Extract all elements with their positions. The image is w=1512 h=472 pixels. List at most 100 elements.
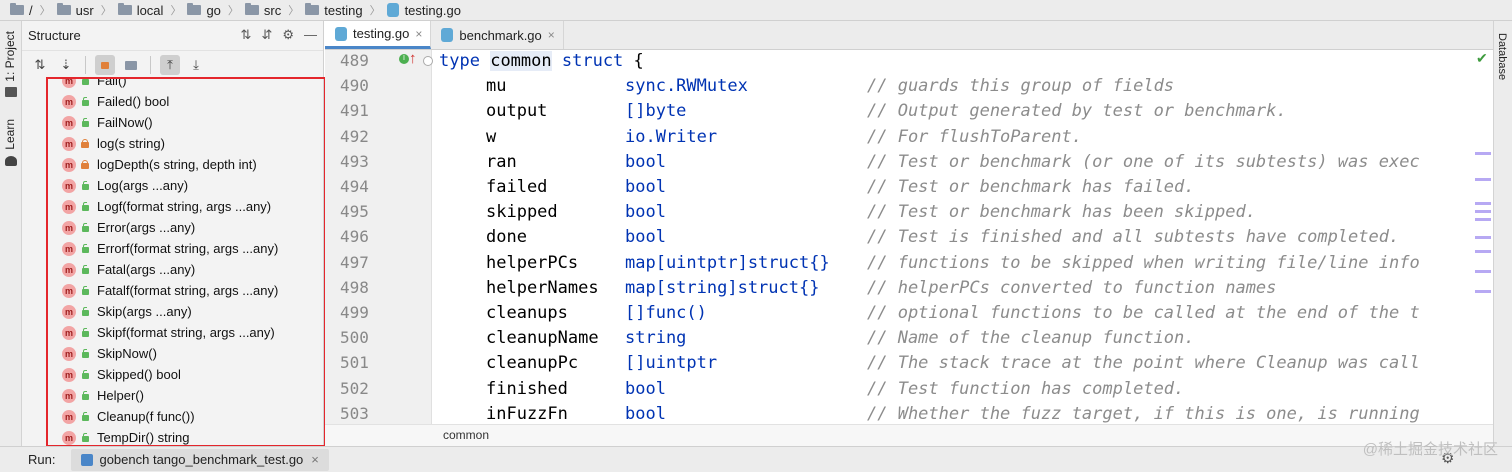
sort-by-visibility-icon[interactable]: ⇅ bbox=[34, 57, 46, 72]
field-comment: // Test is finished and all subtests hav… bbox=[867, 227, 1400, 248]
editor-tab[interactable]: benchmark.go× bbox=[431, 21, 564, 49]
field-comment: // helperPCs converted to function names bbox=[867, 277, 1277, 298]
stripe-mark[interactable] bbox=[1475, 178, 1491, 181]
expand-all-icon[interactable]: ⇅ bbox=[240, 27, 252, 42]
folder-icon bbox=[5, 87, 17, 97]
structure-item-label: Skipped() bool bbox=[97, 367, 181, 382]
breadcrumb-item[interactable]: local bbox=[117, 3, 163, 18]
breadcrumb-item[interactable]: go bbox=[187, 3, 221, 18]
stripe-mark[interactable] bbox=[1475, 152, 1491, 155]
line-number: 496 bbox=[340, 227, 369, 247]
breadcrumb-item[interactable]: testing.go bbox=[386, 3, 461, 18]
breadcrumb-label: src bbox=[263, 2, 282, 18]
field-type: map[uintptr]struct{} bbox=[625, 252, 830, 273]
stripe-mark[interactable] bbox=[1475, 236, 1491, 239]
stripe-mark[interactable] bbox=[1475, 218, 1491, 221]
stripe-mark[interactable] bbox=[1475, 202, 1491, 205]
gear-icon[interactable]: ⚙ bbox=[282, 27, 294, 42]
public-unlock-icon bbox=[81, 370, 89, 379]
close-icon[interactable]: × bbox=[311, 452, 319, 467]
field-name: cleanupName bbox=[486, 328, 599, 349]
close-icon[interactable]: × bbox=[547, 28, 555, 42]
breadcrumb-item[interactable]: testing bbox=[305, 2, 363, 18]
show-non-public-icon[interactable] bbox=[95, 55, 115, 75]
public-unlock-icon bbox=[81, 181, 89, 190]
arrow-up-icon[interactable]: ↑ bbox=[409, 50, 417, 67]
breadcrumb-separator: 〉 bbox=[227, 5, 239, 17]
stripe-mark[interactable] bbox=[1475, 270, 1491, 273]
stripe-mark[interactable] bbox=[1475, 250, 1491, 253]
field-type: io.Writer bbox=[625, 126, 718, 147]
autoscroll-from-source-icon[interactable]: ⤓ bbox=[193, 57, 199, 72]
go-file-icon bbox=[386, 3, 399, 17]
method-icon: m bbox=[62, 115, 76, 130]
code-breadcrumb[interactable]: common bbox=[325, 424, 1493, 446]
close-icon[interactable]: × bbox=[415, 26, 423, 41]
structure-item[interactable]: m TempDir() string bbox=[62, 427, 189, 446]
project-tool-tab[interactable]: 1: Project bbox=[3, 31, 17, 82]
collapse-all-icon[interactable]: ⇵ bbox=[261, 27, 273, 42]
breadcrumb-label: testing bbox=[324, 2, 363, 18]
code-line[interactable]: type common struct { bbox=[439, 50, 644, 74]
minimize-icon[interactable]: — bbox=[304, 27, 317, 42]
structure-item-label: logDepth(s string, depth int) bbox=[97, 157, 257, 172]
implementation-marker-icon[interactable]: I bbox=[399, 54, 409, 64]
public-unlock-icon bbox=[81, 244, 89, 253]
method-icon: m bbox=[62, 94, 76, 109]
breadcrumb-label: usr bbox=[75, 2, 94, 18]
stripe-mark[interactable] bbox=[1475, 210, 1491, 213]
field-name: done bbox=[486, 227, 527, 248]
public-unlock-icon bbox=[81, 307, 89, 316]
run-config-tab[interactable]: gobench tango_benchmark_test.go × bbox=[71, 448, 329, 471]
public-unlock-icon bbox=[81, 391, 89, 400]
go-run-icon bbox=[81, 453, 94, 466]
structure-item-label: Cleanup(f func()) bbox=[97, 409, 195, 424]
structure-item-label: TempDir() string bbox=[97, 430, 190, 445]
line-number: 497 bbox=[340, 252, 369, 272]
stripe-mark[interactable] bbox=[1475, 290, 1491, 293]
line-number: 500 bbox=[340, 328, 369, 348]
learn-tool-tab[interactable]: Learn bbox=[3, 119, 17, 150]
autoscroll-to-source-icon[interactable]: ⤒ bbox=[160, 55, 180, 75]
database-tool-tab[interactable]: Database bbox=[1496, 33, 1508, 81]
breadcrumb-item[interactable]: usr bbox=[56, 2, 94, 18]
method-icon: m bbox=[62, 79, 76, 88]
field-type: bool bbox=[625, 177, 666, 197]
sort-alphabetically-icon[interactable]: ⇣ bbox=[60, 57, 72, 72]
folder-icon bbox=[187, 3, 202, 15]
field-comment: // optional functions to be called at th… bbox=[867, 303, 1420, 323]
method-icon: m bbox=[62, 430, 76, 445]
right-tool-strip: Database bbox=[1493, 21, 1512, 446]
field-comment: // Whether the fuzz target, if this is o… bbox=[867, 403, 1420, 424]
gear-icon[interactable]: ⚙ bbox=[1441, 450, 1455, 467]
fold-icon[interactable] bbox=[423, 56, 433, 66]
structure-item-label: log(s string) bbox=[97, 136, 165, 151]
line-number: 495 bbox=[340, 202, 369, 222]
editor-tab[interactable]: testing.go× bbox=[325, 21, 432, 49]
breadcrumb-item[interactable]: src bbox=[244, 2, 282, 18]
show-fields-icon[interactable] bbox=[121, 55, 141, 75]
breadcrumb-item[interactable]: / bbox=[10, 3, 33, 18]
editor-tab-bar: testing.go×benchmark.go× bbox=[325, 21, 1493, 50]
breadcrumb-separator: 〉 bbox=[100, 5, 112, 17]
field-type: []func() bbox=[625, 303, 707, 323]
